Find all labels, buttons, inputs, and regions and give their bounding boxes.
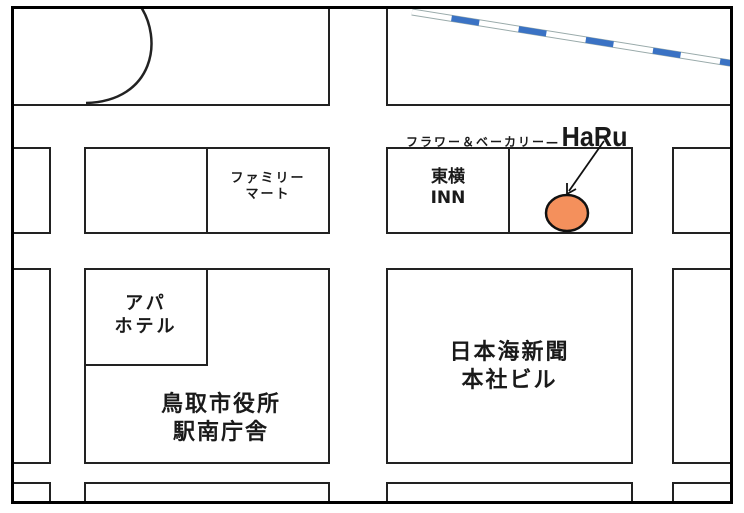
shop-title: フラワー＆ベーカリー—HaRu — [406, 121, 628, 152]
block-row2-col2a — [84, 147, 208, 234]
shop-name-label: HaRu — [561, 121, 628, 152]
haru-location-marker-icon — [544, 193, 590, 233]
block-row3-left — [14, 268, 51, 464]
familymart-label: ファミリー マート — [230, 171, 306, 203]
block-row2-right — [672, 147, 730, 234]
map-overlay — [85, 9, 730, 233]
block-top-center — [14, 9, 330, 106]
block-row4-col2 — [84, 482, 330, 501]
block-top-right — [386, 9, 730, 106]
toyoko-inn-label: 東横 INN — [430, 167, 466, 209]
toyoko-inn-block — [386, 147, 510, 234]
nihonkai-shinbun-block — [386, 268, 633, 464]
block-row3-right — [672, 268, 730, 464]
apa-hotel-label: アパ ホテル — [114, 293, 178, 337]
familymart-block — [206, 147, 330, 234]
block-row4-left — [14, 482, 51, 501]
map-frame: ファミリー マート 東横 INN アパ ホテル 鳥取市役所 駅南庁舎 日本海新聞… — [11, 6, 733, 504]
block-row2-left — [14, 147, 51, 234]
tottori-city-office-label: 鳥取市役所 駅南庁舎 — [160, 392, 281, 445]
block-row4-col3 — [386, 482, 633, 501]
apa-hotel-block — [84, 268, 208, 366]
shop-type-label: フラワー＆ベーカリー — [406, 135, 547, 149]
pointer-arrow-icon — [568, 140, 605, 192]
block-row4-right — [672, 482, 730, 501]
railway-line-icon — [411, 9, 730, 67]
nihonkai-shinbun-label: 日本海新聞 本社ビル — [449, 340, 570, 393]
curved-road-icon — [85, 9, 153, 105]
